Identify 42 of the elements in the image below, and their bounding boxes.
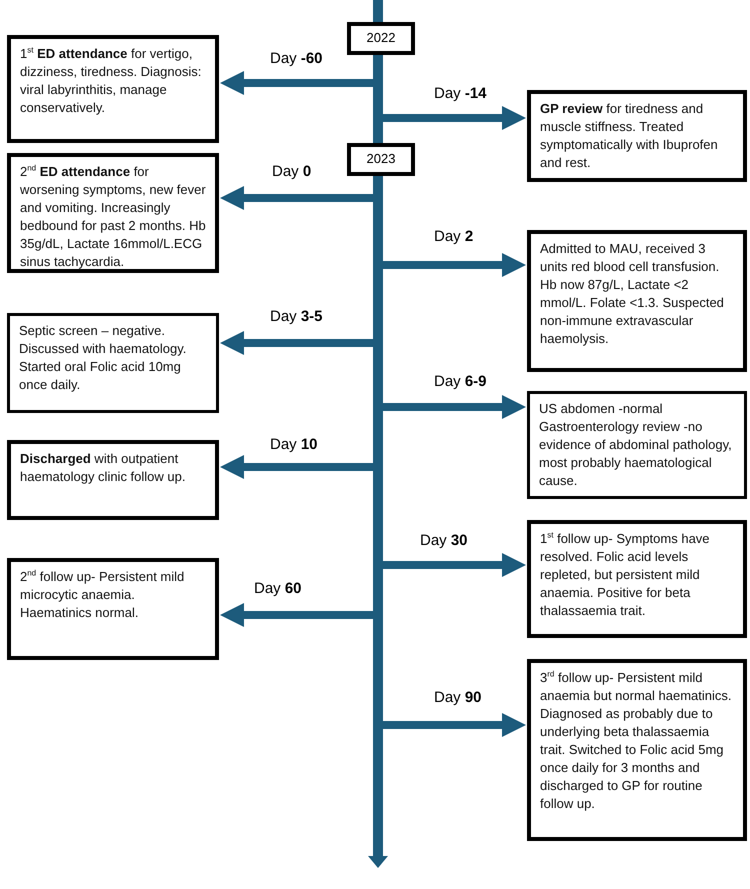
edge-label: Day 90 bbox=[432, 689, 484, 706]
arrow bbox=[220, 331, 373, 355]
event-text: 1$^{st}$ ED attendance for vertigo, dizziness, tiredness. Diagnosis: viral labyrinthitis, manage conservatively. bbox=[20, 45, 202, 117]
arrow bbox=[220, 186, 373, 210]
edge-label: Day 2 bbox=[432, 228, 476, 245]
event-text: 2$^{nd}$ ED attendance for worsening symptoms, new fever and vomiting. Increasingly bedbound for past 2 months. Hb 35g/dL, Lactate 16mmol/L.ECG sinus tachycardia. bbox=[20, 163, 206, 271]
event-text: GP review for tiredness and muscle stiffness. Treated symptomatically with Ibuprofen and rest. bbox=[540, 100, 719, 172]
event-box bbox=[527, 391, 747, 499]
edge-label: Day -14 bbox=[432, 85, 489, 102]
event-text: 3$^{rd}$ follow up- Persistent mild anaemia but normal haematinics. Diagnosed as probably due to underlying beta thalassaemia trait. Switched to Folic acid 5mg once daily for 3 months and discharged to GP for routine follow up. bbox=[540, 669, 732, 813]
edge-label: Day 0 bbox=[270, 163, 314, 180]
edge-label: Day 10 bbox=[268, 436, 320, 453]
event-box bbox=[7, 313, 219, 413]
event-box bbox=[527, 230, 747, 372]
year-box: 2022 bbox=[347, 22, 415, 55]
arrow bbox=[383, 553, 526, 577]
event-text: Discharged with outpatient haematology clinic follow up. bbox=[20, 450, 186, 486]
edge-label: Day 6-9 bbox=[432, 373, 489, 390]
arrow bbox=[383, 395, 526, 419]
event-box bbox=[527, 90, 747, 182]
edge-label: Day 30 bbox=[418, 532, 470, 549]
event-box bbox=[7, 35, 219, 143]
event-box bbox=[7, 153, 219, 273]
event-text: Septic screen – negative. Discussed with haematology. Started oral Folic acid 10mg once daily. bbox=[19, 322, 188, 394]
arrow bbox=[220, 603, 373, 627]
event-box bbox=[7, 440, 219, 520]
event-text: Admitted to MAU, received 3 units red blood cell transfusion. Hb now 87g/L, Lactate <2 mmol/L. Folate <1.3. Suspected non-immune extravascular haemolysis. bbox=[540, 240, 725, 348]
event-box bbox=[7, 558, 219, 660]
arrow bbox=[383, 106, 526, 130]
event-text: 2$^{nd}$ follow up- Persistent mild microcytic anaemia. Haematinics normal. bbox=[20, 568, 186, 622]
year-box: 2023 bbox=[347, 143, 415, 176]
arrow bbox=[383, 713, 526, 737]
edge-label: Day 60 bbox=[252, 580, 304, 597]
edge-label: Day -60 bbox=[268, 50, 325, 67]
event-text: US abdomen -normal Gastroenterology review -no evidence of abdominal pathology, most probably haematological cause. bbox=[539, 400, 733, 490]
event-text: 1$^{st}$ follow up- Symptoms have resolved. Folic acid levels repleted, but persistent mild anaemia. Positive for beta thalassaemia trait. bbox=[540, 530, 711, 620]
arrow bbox=[383, 253, 526, 277]
arrow bbox=[220, 71, 373, 95]
edge-label: Day 3-5 bbox=[268, 308, 325, 325]
arrow bbox=[220, 455, 373, 479]
event-box bbox=[527, 659, 747, 841]
event-box bbox=[527, 520, 747, 638]
